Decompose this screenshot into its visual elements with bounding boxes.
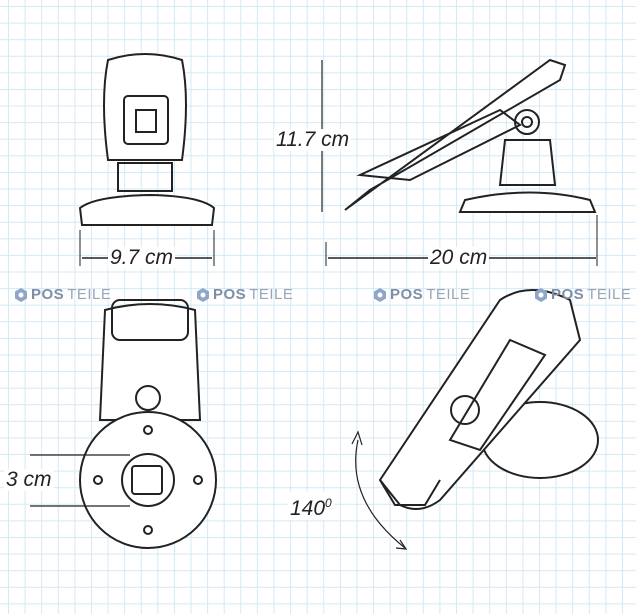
posteile-logo-icon xyxy=(535,287,547,302)
tilt-arc xyxy=(355,439,406,549)
watermark-light: TEILE xyxy=(587,286,632,303)
watermark-light: TEILE xyxy=(67,286,112,303)
watermark-light: TEILE xyxy=(249,286,294,303)
height-label: 11.7 cm xyxy=(274,128,352,151)
tilt-angle-label: 1400 xyxy=(288,492,334,520)
degree-sign: 0 xyxy=(325,496,332,510)
perspective-view xyxy=(378,289,599,510)
bottom-view xyxy=(79,299,217,549)
depth-label: 20 cm xyxy=(428,246,490,269)
posteile-logo-icon xyxy=(15,287,27,302)
watermark-bold: POS xyxy=(213,286,247,303)
tilt-angle-value: 140 xyxy=(290,497,326,520)
base-hole-label: 3 cm xyxy=(4,468,54,491)
posteile-logo-icon xyxy=(197,287,209,302)
side-view xyxy=(344,58,597,213)
watermark-bold: POS xyxy=(551,286,585,303)
watermark-bold: POS xyxy=(31,286,65,303)
front-view xyxy=(78,53,216,226)
posteile-logo-icon xyxy=(374,287,386,302)
watermark-bold: POS xyxy=(390,286,424,303)
watermark-light: TEILE xyxy=(426,286,471,303)
width-label: 9.7 cm xyxy=(108,246,176,269)
